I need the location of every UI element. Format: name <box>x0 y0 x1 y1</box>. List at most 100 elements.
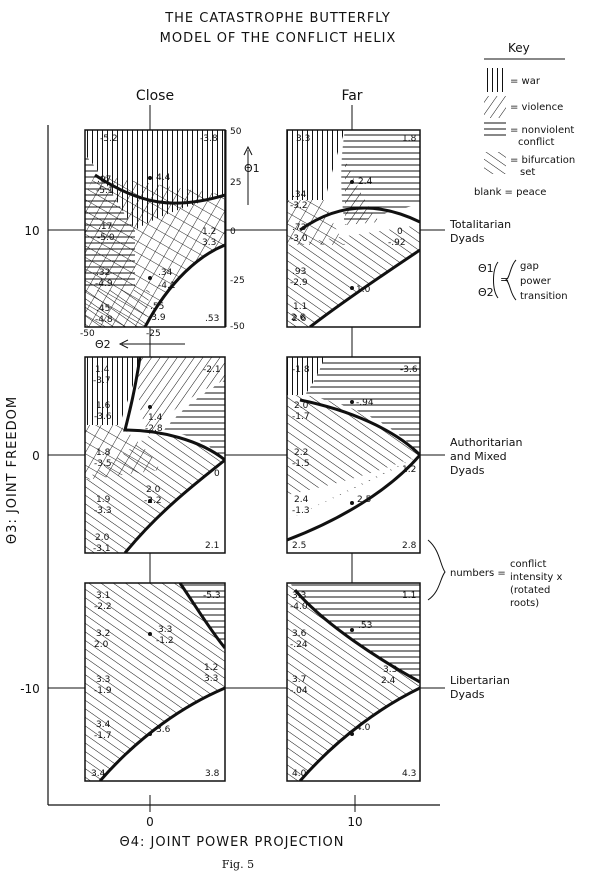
panel-libertarian-close <box>85 583 225 781</box>
numbers-note-line-2: intensity x <box>510 572 563 583</box>
fraction-top: 1.6 <box>96 401 111 411</box>
title-line-2: MODEL OF THE CONFLICT HELIX <box>160 31 397 46</box>
data-point <box>350 180 354 184</box>
fraction-top: .32 <box>96 268 110 278</box>
theta-note-sym-2: Θ2 <box>478 286 494 299</box>
numbers-note-line-1: conflict <box>510 559 547 570</box>
corner-label: 1.2 <box>402 465 416 475</box>
fraction-bottom: -3.5 <box>94 459 112 469</box>
panel-frame-authoritarian-far <box>286 356 421 554</box>
fraction-bottom: -1.5 <box>292 459 310 469</box>
fraction-top: 3.2 <box>96 629 110 639</box>
key-swatch-bifurcation <box>484 152 506 174</box>
fraction-top: .07 <box>97 175 111 185</box>
row-label-libertarian-2: Dyads <box>450 688 485 701</box>
fraction-bottom: -5.0 <box>97 233 115 243</box>
point-label: 1.0 <box>356 285 371 295</box>
y-tick-label-minus10: -10 <box>20 682 40 696</box>
x-axis-title: Θ4: JOINT POWER PROJECTION <box>120 835 345 850</box>
figure-caption: Fig. 5 <box>222 858 254 871</box>
numbers-note: numbers = conflict intensity x (rotated … <box>427 539 563 609</box>
x-tick-label-0: 0 <box>146 815 154 829</box>
data-point <box>350 400 354 404</box>
x-tick-label-10: 10 <box>347 815 362 829</box>
corner-label: 3.4 <box>91 769 106 779</box>
corner-label: 0 <box>214 469 220 479</box>
fraction-top: 1.8 <box>96 448 111 458</box>
fraction-bottom: -3.9 <box>148 313 166 323</box>
corner-label: 1.8 <box>402 134 417 144</box>
row-label-authoritarian-3: Dyads <box>450 464 485 477</box>
row-label-totalitarian-1: Totalitarian <box>449 218 511 231</box>
fraction-bottom: -4.0 <box>290 602 308 612</box>
corner-label: 3.8 <box>205 769 220 779</box>
data-point <box>350 628 354 632</box>
panel-5-labels: 1.1 4.0 4.3 .53 4.0 3.3 -4.0 3.6 -.24 3.… <box>290 591 416 779</box>
fraction-top: 2.0 <box>294 401 309 411</box>
fraction-bottom: 3.3 <box>202 238 216 248</box>
data-point <box>350 732 354 736</box>
panel-libertarian-far <box>287 583 420 781</box>
theta1-label: Θ1 <box>244 162 260 175</box>
y-axis-title: Θ3: JOINT FREEDOM <box>5 396 20 544</box>
corner-label: -3.6 <box>400 365 418 375</box>
fraction-bottom: -1.9 <box>94 686 112 696</box>
corner-label: -5.2 <box>100 134 118 144</box>
theta-note-sym-1: Θ1 <box>478 262 494 275</box>
numbers-note-line-4: roots) <box>510 598 539 609</box>
point-label: .34 <box>158 268 173 278</box>
fraction-top: 2.2 <box>294 448 308 458</box>
fraction-top: 2.4 <box>294 495 309 505</box>
key-label-nonviolent-2: conflict <box>518 137 555 148</box>
data-point <box>148 499 152 503</box>
fraction-bottom: -3.7 <box>93 376 111 386</box>
data-point <box>148 632 152 636</box>
fraction-top: 1.2 <box>202 227 216 237</box>
theta-note-transition: transition <box>520 291 568 302</box>
key-swatch-nonviolent <box>484 122 506 140</box>
column-label-far: Far <box>341 88 362 104</box>
panel-authoritarian-far <box>287 357 420 553</box>
theta2-axis: -50 -25 Θ2 <box>80 329 185 351</box>
theta2-tick-minus25: -25 <box>146 329 161 339</box>
corner-label: 3.3 <box>296 134 310 144</box>
fraction-top: 1.9 <box>96 495 111 505</box>
corner-label: -2.1 <box>203 365 221 375</box>
point-label: .53 <box>358 621 372 631</box>
point-label: -.94 <box>356 398 374 408</box>
theta1-tick-minus25: -25 <box>230 276 245 286</box>
panel-frame-authoritarian-close <box>84 356 226 554</box>
fraction-bottom: -3.0 <box>290 234 308 244</box>
fraction-top: 1.1 <box>293 302 307 312</box>
fraction-bottom: -1.3 <box>292 506 310 516</box>
fraction-top: 3.3 <box>383 665 397 675</box>
data-point <box>148 405 152 409</box>
fraction-top: .17 <box>98 222 112 232</box>
fraction-bottom: -2.9 <box>290 278 308 288</box>
fraction-bottom: -3.6 <box>94 412 112 422</box>
panel-frame-totalitarian-close <box>84 129 226 328</box>
fraction-top: 3.3 <box>292 591 306 601</box>
panel-4-labels: -5.3 3.4 3.8 3.6 3.1 -2.2 3.2 2.0 3.3 -1… <box>91 591 221 779</box>
fraction-top: .45 <box>96 304 110 314</box>
fraction-bottom: -2.2 <box>94 602 112 612</box>
corner-label: -5.3 <box>203 591 221 601</box>
theta1-tick-0: 0 <box>230 227 236 237</box>
key-label-nonviolent-1: = nonviolent <box>510 125 574 136</box>
y-tick-label-0: 0 <box>32 449 40 463</box>
key-label-bifurcation-2: set <box>520 167 535 178</box>
panel-authoritarian-close <box>85 357 225 553</box>
panel-1-labels: 3.3 1.8 2.6 2.4 1.0 .34 -3.2 .73 -3.0 0 … <box>290 134 417 324</box>
panel-frame-libertarian-close <box>84 582 226 782</box>
fraction-bottom: -4.8 <box>95 315 113 325</box>
fraction-bottom: -1.7 <box>94 731 112 741</box>
row-label-authoritarian-2: and Mixed <box>450 450 507 463</box>
title-line-1: THE CATASTROPHE BUTTERFLY <box>164 11 391 26</box>
key-label-bifurcation-1: = bifurcation <box>510 155 575 166</box>
corner-label: -1.8 <box>292 365 310 375</box>
corner-label: -3.8 <box>200 134 218 144</box>
fraction-bottom: -3.2 <box>290 201 308 211</box>
fraction-top: 1.4 <box>148 413 163 423</box>
row-label-authoritarian-1: Authoritarian <box>450 436 522 449</box>
fraction-top: 3.6 <box>292 629 307 639</box>
